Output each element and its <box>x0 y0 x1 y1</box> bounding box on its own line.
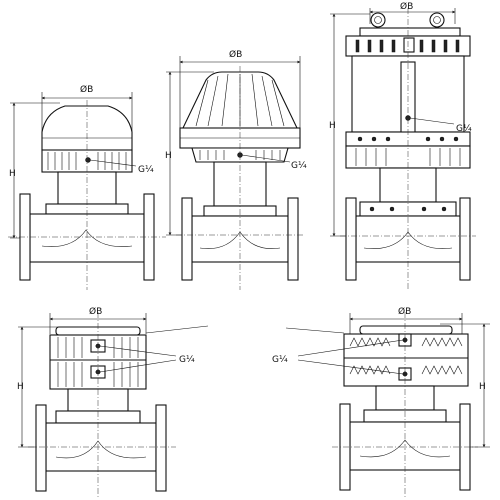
valve-1-height-label: H <box>9 169 16 179</box>
valve-1-port-icon <box>85 157 91 163</box>
valve-1-diameter-label: ØB <box>80 84 93 95</box>
valve-3-eyelet-left <box>370 12 386 28</box>
valve-2-flange-right <box>287 197 299 281</box>
valve-2-flange-left <box>181 197 193 281</box>
valve-3-diameter-label: ØB <box>400 1 413 12</box>
valve-5-wide-double-acting: ØB H G¼ <box>272 306 490 498</box>
valve-4-diameter-label: ØB <box>89 306 102 317</box>
valve-2-height-label: H <box>165 151 172 161</box>
valve-5-height-label: H <box>479 382 486 392</box>
valve-3-eyelet-right <box>429 12 445 28</box>
valve-3-height-label: H <box>329 121 336 131</box>
valve-2-port-label: G¼ <box>291 161 307 171</box>
valve-1-port-label: G¼ <box>138 165 154 175</box>
valve-3-flange-left <box>345 197 357 281</box>
valve-5-diameter-label: ØB <box>398 306 411 317</box>
valve-4-flange-right <box>155 404 167 492</box>
valve-4-port-label: G¼ <box>179 355 195 365</box>
valve-3-eyelet-actuator: ØB H G¼ <box>329 1 476 290</box>
valve-5-port-label: G¼ <box>272 355 288 365</box>
valve-3-flange-right <box>459 197 471 281</box>
valve-3-port-label: G¼ <box>456 124 472 134</box>
valve-1-dome-actuator: ØB H G¼ <box>8 84 166 290</box>
valve-4-height-label: H <box>17 382 24 392</box>
valve-2-ribbed-actuator: ØB H G¼ <box>165 49 307 290</box>
valve-2-diameter-label: ØB <box>229 49 242 60</box>
valve-4-flange-left <box>35 404 47 492</box>
valve-4-double-acting: ØB H G¼ <box>17 306 209 498</box>
